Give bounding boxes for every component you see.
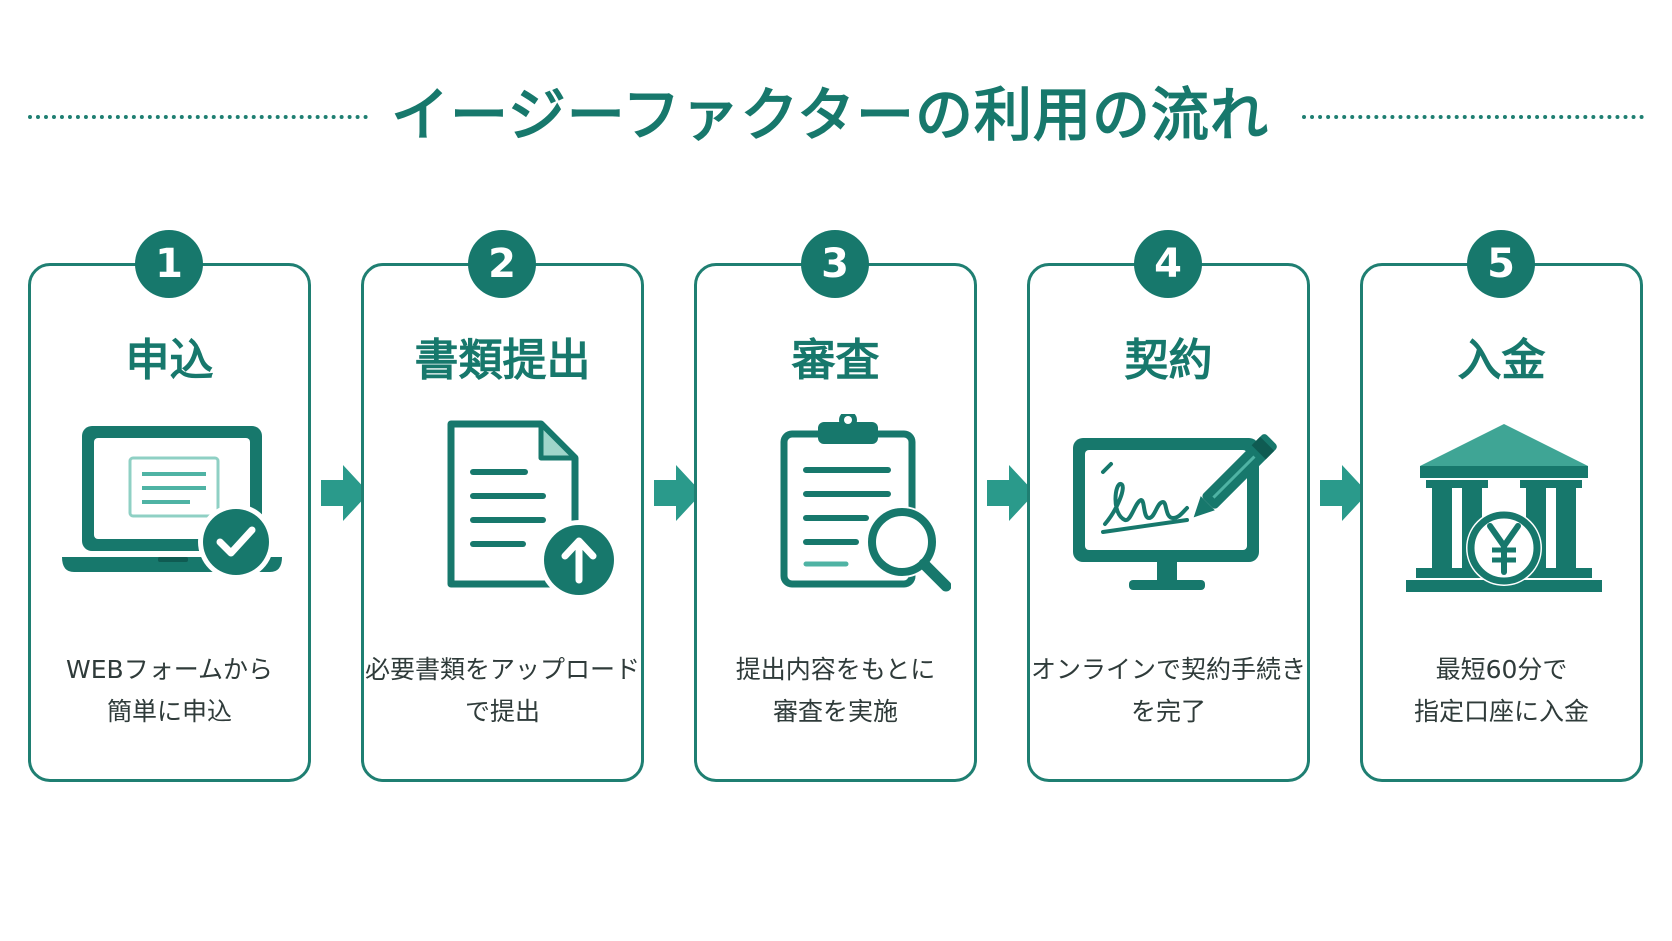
step-card-contract: 契約 オンラインで契約手続き を完了 bbox=[1027, 263, 1310, 782]
step-card-document-submission: 書類提出 必要書類をアップロード で提出 bbox=[361, 263, 644, 782]
flow-arrow-icon bbox=[987, 465, 1035, 521]
laptop-check-icon bbox=[60, 414, 285, 604]
step-description: WEBフォームから 簡単に申込 bbox=[31, 649, 308, 733]
flow-arrow-icon bbox=[321, 465, 369, 521]
step-description: 最短60分で 指定口座に入金 bbox=[1363, 649, 1640, 733]
step-description: オンラインで契約手続き を完了 bbox=[1030, 649, 1307, 733]
step-description-line1: オンラインで契約手続き bbox=[1030, 655, 1306, 684]
monitor-signature-icon bbox=[1059, 414, 1284, 604]
step-card-apply: 申込 WEBフォームから 簡単に申込 bbox=[28, 263, 311, 782]
step-description-line2: を完了 bbox=[1130, 697, 1206, 726]
step-number-badge: 1 bbox=[135, 230, 203, 298]
step-number-badge: 3 bbox=[801, 230, 869, 298]
step-number-badge: 4 bbox=[1134, 230, 1202, 298]
step-description-line2: 指定口座に入金 bbox=[1413, 697, 1589, 726]
step-number-badge: 5 bbox=[1467, 230, 1535, 298]
step-title: 書類提出 bbox=[414, 335, 591, 386]
step-description-line1: 最短60分で bbox=[1435, 655, 1568, 684]
step-description-line2: 簡単に申込 bbox=[106, 697, 232, 726]
flow-arrow-icon bbox=[654, 465, 702, 521]
step-description-line1: 提出内容をもとに bbox=[735, 655, 936, 684]
step-description-line1: WEBフォームから bbox=[66, 655, 273, 684]
step-title: 契約 bbox=[1124, 335, 1213, 386]
clipboard-search-icon bbox=[726, 411, 952, 604]
step-description: 必要書類をアップロード で提出 bbox=[364, 649, 641, 733]
page-title: イージーファクターの利用の流れ bbox=[390, 81, 1270, 149]
step-number-badge: 2 bbox=[468, 230, 536, 298]
step-title: 入金 bbox=[1457, 335, 1546, 386]
flow-arrow-icon bbox=[1320, 465, 1368, 521]
title-dotted-line-right bbox=[1302, 115, 1644, 119]
step-description-line2: 審査を実施 bbox=[772, 697, 898, 726]
bank-yen-icon bbox=[1392, 414, 1617, 604]
title-row: イージーファクターの利用の流れ bbox=[0, 70, 1672, 160]
document-upload-icon bbox=[393, 414, 619, 604]
step-description-line1: 必要書類をアップロード bbox=[364, 655, 640, 684]
step-description-line2: で提出 bbox=[464, 697, 540, 726]
step-card-payment: 入金 最短60分で 指定口座に入金 bbox=[1360, 263, 1643, 782]
title-dotted-line-left bbox=[28, 115, 368, 119]
step-description: 提出内容をもとに 審査を実施 bbox=[697, 649, 974, 733]
step-title: 申込 bbox=[125, 335, 214, 386]
step-card-review: 審査 提出内容をもとに 審査を実施 bbox=[694, 263, 977, 782]
step-title: 審査 bbox=[791, 335, 880, 386]
